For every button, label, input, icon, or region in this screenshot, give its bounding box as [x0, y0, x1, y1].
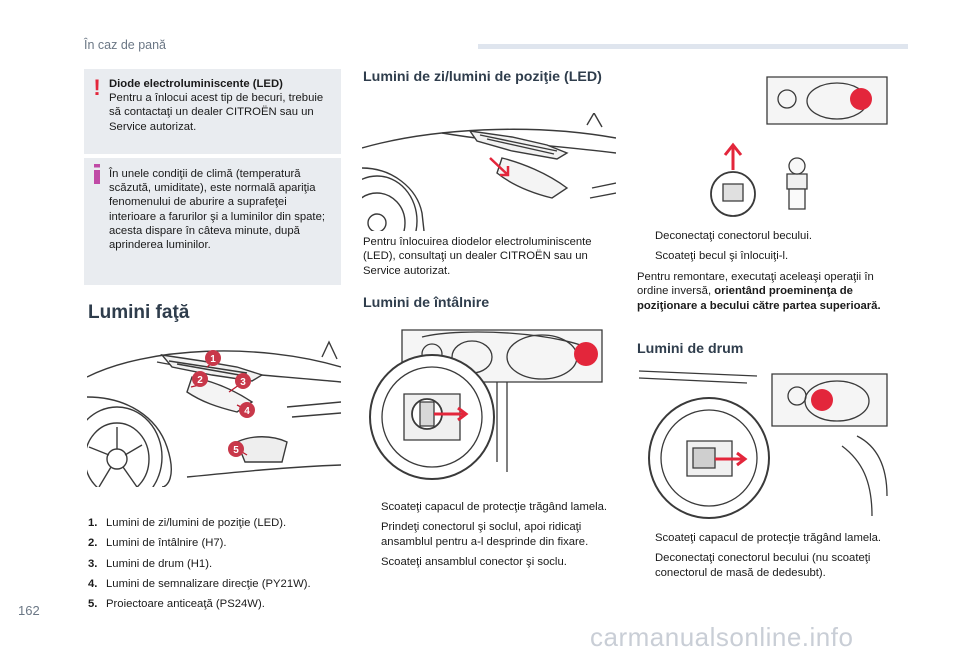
pointer-arrow-icon: [489, 157, 510, 177]
dipped-beam-steps: Scoateţi capacul de protecţie trăgând la…: [363, 500, 617, 575]
info-icon: [88, 164, 106, 190]
list-item: Scoateţi capacul de protecţie trăgând la…: [655, 532, 882, 544]
reassembly-paragraph: Pentru remontare, executaţi aceleaşi ope…: [637, 271, 881, 312]
list-item: Prindeţi conectorul şi soclul, apoi ridi…: [381, 521, 589, 548]
bulb-steps: Deconectaţi conectorul becului. Scoateţi…: [637, 229, 891, 270]
front-lights-illustration: 1 2 3 4 5: [87, 337, 341, 487]
list-item: Scoateţi capacul de protecţie trăgând la…: [381, 501, 608, 513]
warning-exclamation-icon: !: [93, 75, 101, 100]
warning-note-text: Diode electroluminiscente (LED) Pentru a…: [109, 77, 333, 134]
list-item: Scoateţi becul şi înlocuiţi-l.: [655, 250, 789, 263]
list-item: Deconectaţi conectorul becului.: [655, 230, 812, 242]
main-beam-illustration: [637, 366, 891, 523]
header-bar: [478, 44, 908, 49]
svg-text:1: 1: [210, 354, 216, 365]
front-lights-list: 1.Lumini de zi/lumini de poziţie (LED). …: [88, 516, 343, 617]
callout-4: 4: [239, 402, 255, 418]
pull-arrow-icon: [715, 451, 748, 467]
svg-text:5: 5: [233, 445, 239, 456]
svg-text:3: 3: [240, 377, 246, 388]
svg-text:2: 2: [197, 375, 203, 386]
list-item: 2.Lumini de întâlnire (H7).: [88, 537, 227, 550]
bulb-replacement-illustration: [637, 69, 891, 222]
warning-note: ! Diode electroluminiscente (LED) Pentru…: [84, 69, 341, 154]
warning-note-title: Diode electroluminiscente (LED): [109, 78, 283, 90]
list-item: 1.Lumini de zi/lumini de poziţie (LED).: [88, 517, 287, 529]
up-arrow-icon: [723, 142, 743, 170]
highlight-dot: [811, 389, 833, 411]
list-item: Deconectaţi conectorul becului (nu scoat…: [655, 552, 871, 579]
section-title-drl: Lumini de zi/lumini de poziţie (LED): [363, 69, 602, 85]
section-title-main-beam: Lumini de drum: [637, 341, 744, 357]
drl-paragraph: Pentru înlocuirea diodelor electrolumini…: [363, 236, 592, 277]
list-item: Scoateţi ansamblul conector şi soclu.: [381, 555, 567, 568]
dipped-beam-illustration: [362, 322, 616, 484]
highlight-dot: [574, 342, 598, 366]
callout-3: 3: [235, 373, 251, 389]
main-beam-steps: Scoateţi capacul de protecţie trăgând la…: [637, 531, 891, 586]
highlight-dot: [850, 88, 872, 110]
callout-2: 2: [192, 371, 208, 387]
info-note: În unele condiţii de climă (temperatură …: [84, 158, 341, 285]
watermark: carmanualsonline.info: [590, 622, 854, 652]
running-header: În caz de pană: [84, 38, 167, 52]
pull-arrow-icon: [434, 406, 469, 422]
callout-5: 5: [228, 441, 244, 457]
section-title-dipped-beam: Lumini de întâlnire: [363, 295, 490, 311]
page-number: 162: [18, 603, 40, 618]
callout-1: 1: [205, 350, 221, 366]
warning-note-body: Pentru a înlocui acest tip de becuri, tr…: [109, 92, 324, 133]
drl-illustration: [362, 113, 616, 231]
section-title-front-lights: Lumini faţă: [88, 302, 190, 323]
svg-text:4: 4: [244, 406, 250, 417]
list-item: 5.Proiectoare anticeaţă (PS24W).: [88, 598, 265, 611]
list-item: 4.Lumini de semnalizare direcţie (PY21W)…: [88, 577, 311, 590]
list-item: 3.Lumini de drum (H1).: [88, 557, 213, 570]
info-note-body: În unele condiţii de climă (temperatură …: [109, 168, 325, 252]
